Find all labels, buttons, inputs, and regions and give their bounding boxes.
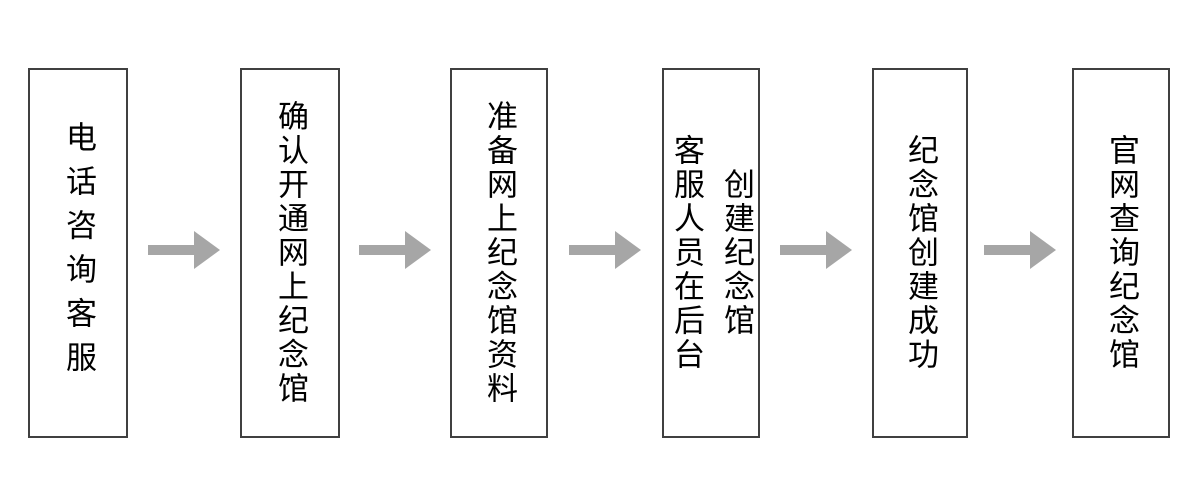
flow-step-label: 准备网上纪念馆资料 [474, 100, 524, 406]
flow-step-label: 纪念馆创建成功 [895, 134, 945, 372]
flow-step-label-line: 电话咨询客服 [61, 121, 96, 385]
arrow-right-icon [569, 231, 641, 269]
arrow-right-icon [984, 231, 1056, 269]
flow-step-label-line: 确认开通网上纪念馆 [273, 100, 308, 406]
arrow-right-icon [780, 231, 852, 269]
flow-step-label-line: 纪念馆创建成功 [903, 134, 938, 372]
flow-step-label-line: 创建纪念馆 [719, 168, 754, 338]
flow-step-label: 确认开通网上纪念馆 [265, 100, 315, 406]
flow-step-label: 电话咨询客服 [53, 121, 103, 385]
flow-step-official-site-query: 官网查询纪念馆 [1072, 68, 1170, 438]
flow-step-label: 客服人员在后台 创建纪念馆 [661, 134, 761, 372]
flow-step-confirm-open: 确认开通网上纪念馆 [240, 68, 340, 438]
flow-step-prepare-materials: 准备网上纪念馆资料 [450, 68, 548, 438]
flow-step-create-success: 纪念馆创建成功 [872, 68, 968, 438]
flow-step-label-line: 官网查询纪念馆 [1104, 134, 1139, 372]
flow-step-label-line: 准备网上纪念馆资料 [482, 100, 517, 406]
flow-step-phone-consult: 电话咨询客服 [28, 68, 128, 438]
flow-step-staff-create: 客服人员在后台 创建纪念馆 [662, 68, 760, 438]
arrow-right-icon [359, 231, 431, 269]
flow-step-label-line: 客服人员在后台 [669, 134, 704, 372]
flow-step-label: 官网查询纪念馆 [1096, 134, 1146, 372]
arrow-right-icon [148, 231, 220, 269]
